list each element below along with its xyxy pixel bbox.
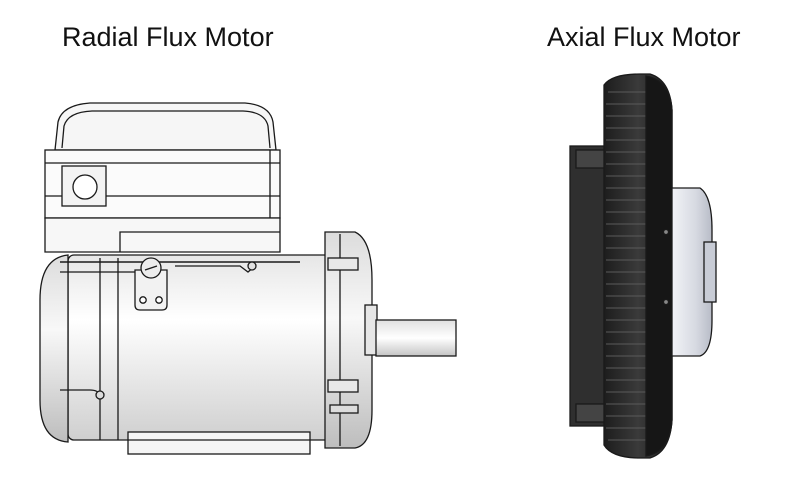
shaft-boss	[703, 241, 717, 303]
cooling-fins	[606, 91, 646, 441]
rear-end-bell	[324, 231, 373, 449]
radial-flux-motor-label: Radial Flux Motor	[62, 22, 274, 52]
front-end-bell	[39, 254, 69, 443]
motor-body	[67, 254, 331, 441]
axial-flux-motor-label: Axial Flux Motor	[547, 22, 741, 52]
hub-plate	[671, 187, 713, 357]
junction-box-lid	[54, 102, 277, 151]
motor-shaft	[375, 319, 457, 357]
conduit-opening	[72, 174, 98, 200]
axial-motor	[569, 73, 717, 459]
motor-base	[127, 431, 311, 455]
radial-motor	[39, 102, 457, 455]
